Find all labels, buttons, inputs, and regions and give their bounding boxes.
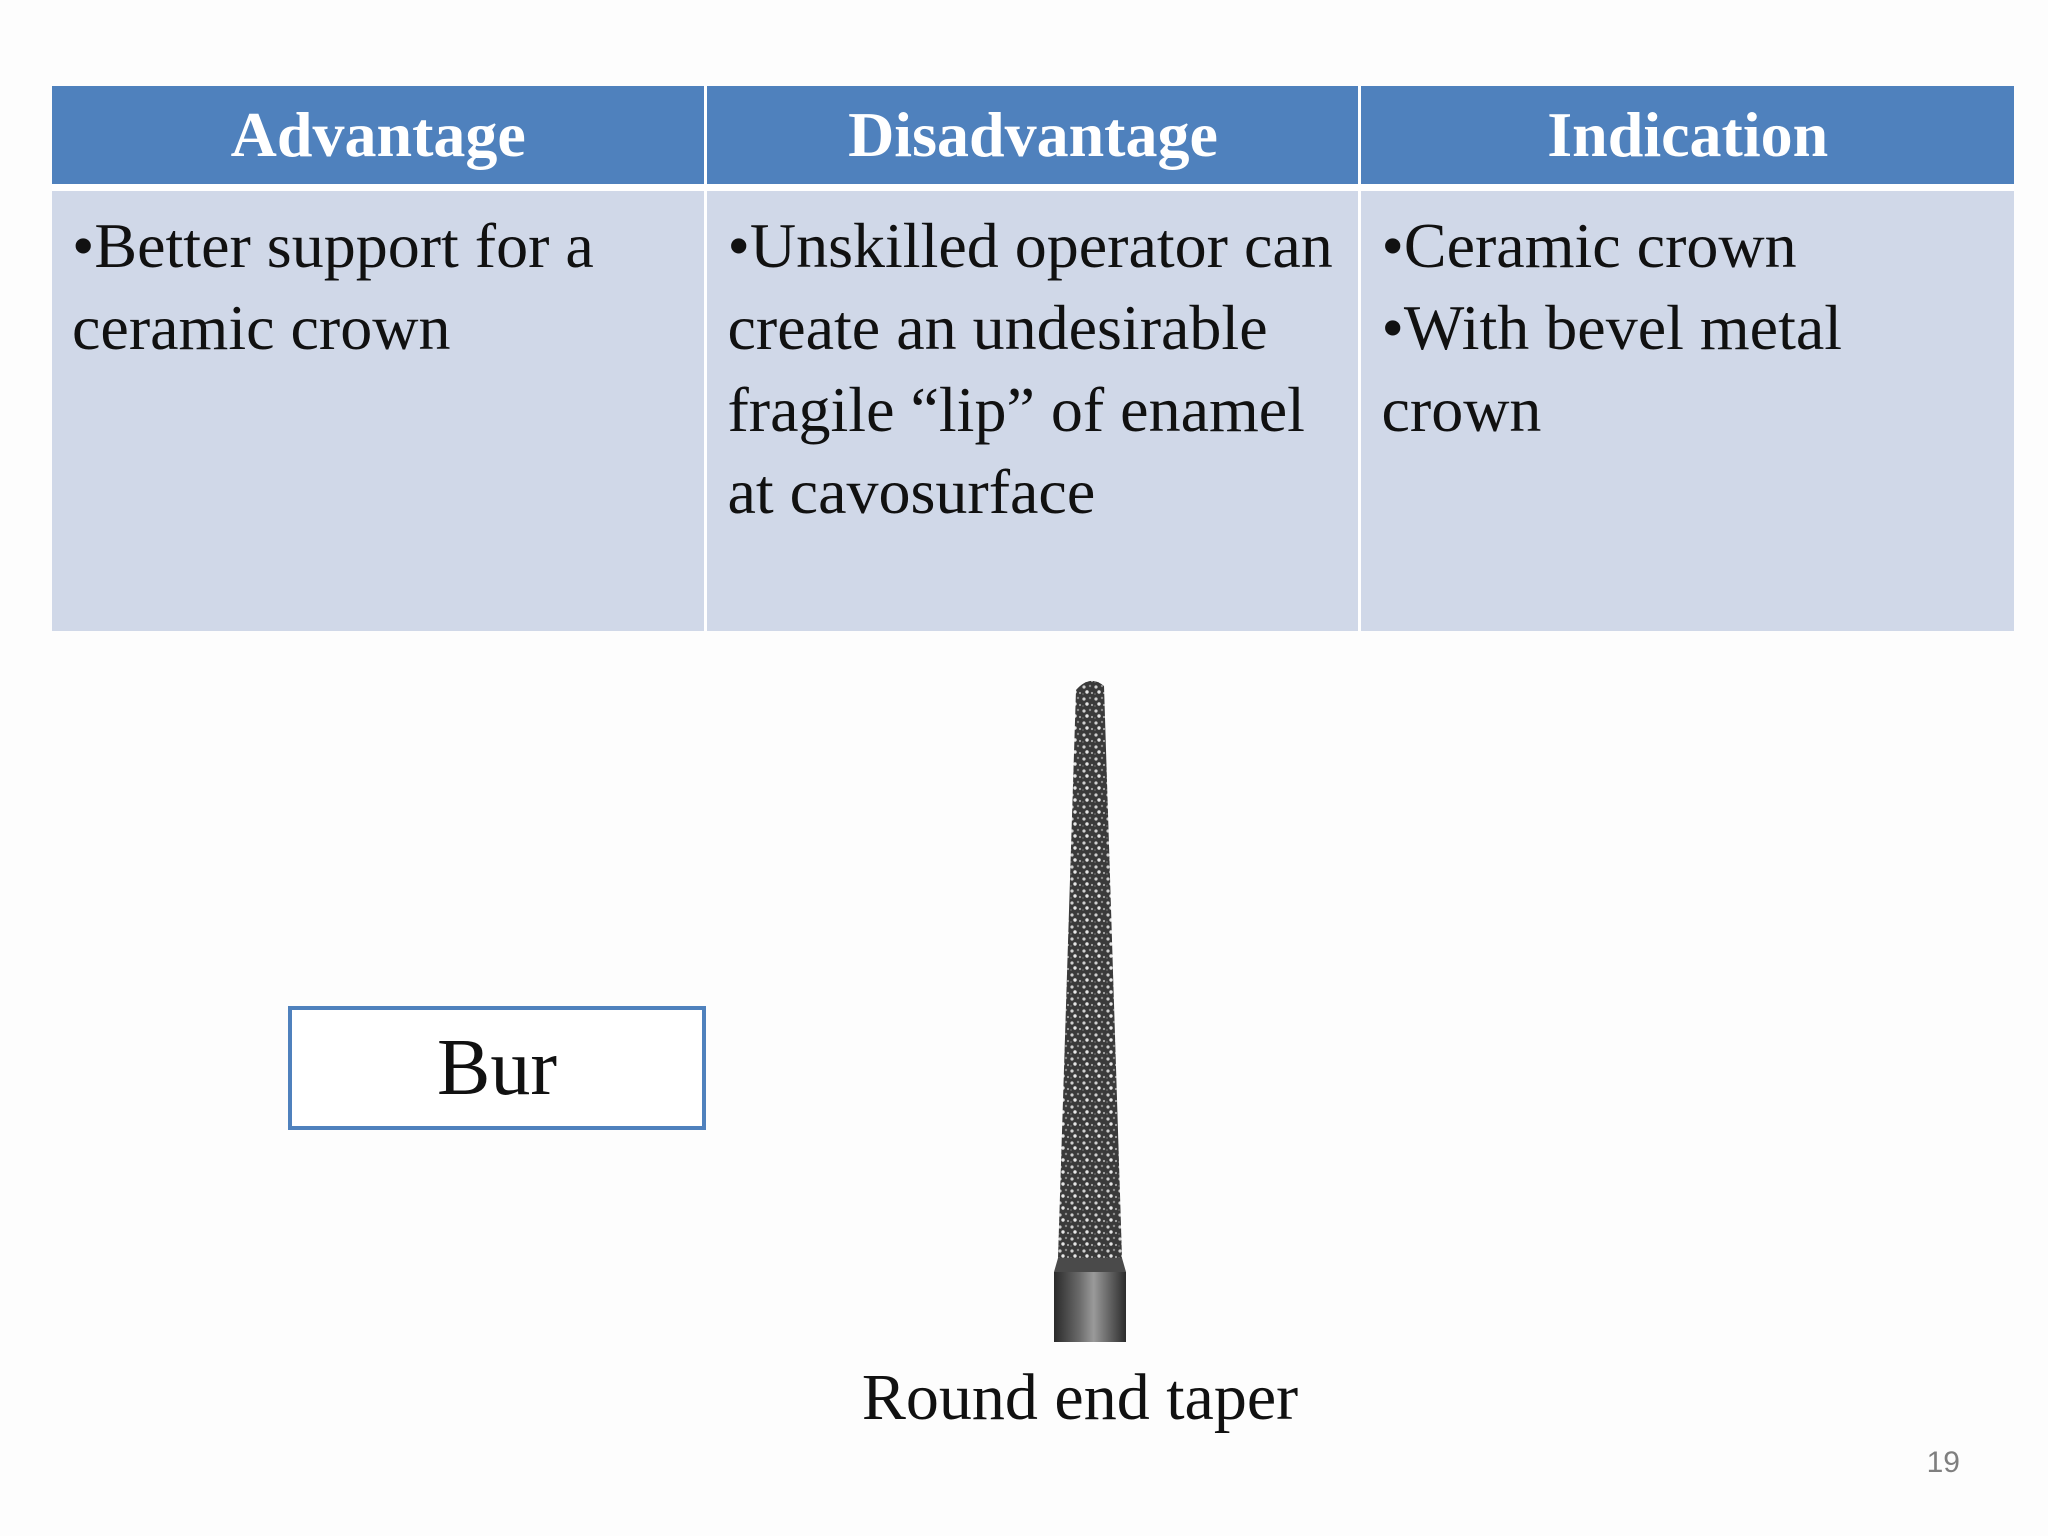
table-row: •Better support for a ceramic crown •Uns… xyxy=(52,187,2014,631)
bur-label-box: Bur xyxy=(288,1006,706,1130)
page-number: 19 xyxy=(1926,1446,1960,1479)
header-indication: Indication xyxy=(1358,86,2014,191)
bur-working-end xyxy=(1058,680,1122,1258)
comparison-table: Advantage Disadvantage Indication •Bette… xyxy=(52,86,2014,631)
bur-shank xyxy=(1054,1272,1126,1342)
advantage-cell: •Better support for a ceramic crown xyxy=(52,187,708,631)
indication-item-ceramic: •Ceramic crown xyxy=(1381,210,1797,281)
bur-neck xyxy=(1054,1258,1126,1272)
table-header-row: Advantage Disadvantage Indication xyxy=(52,86,2014,191)
disadvantage-cell: •Unskilled operator can create an undesi… xyxy=(704,187,1362,631)
image-caption: Round end taper xyxy=(861,1361,1299,1434)
comparison-table-grid: Advantage Disadvantage Indication •Bette… xyxy=(52,86,2014,631)
header-advantage: Advantage xyxy=(52,86,708,191)
indication-cell: •Ceramic crown •With bevel metal crown xyxy=(1358,187,2014,631)
indication-item-bevel: •With bevel metal crown xyxy=(1381,292,1843,445)
bur-label: Bur xyxy=(437,1023,557,1112)
header-disadvantage: Disadvantage xyxy=(704,86,1362,191)
diamond-bur-image xyxy=(1054,680,1126,1342)
disadvantage-text: •Unskilled operator can create an undesi… xyxy=(727,210,1333,527)
advantage-text: •Better support for a ceramic crown xyxy=(72,210,594,363)
